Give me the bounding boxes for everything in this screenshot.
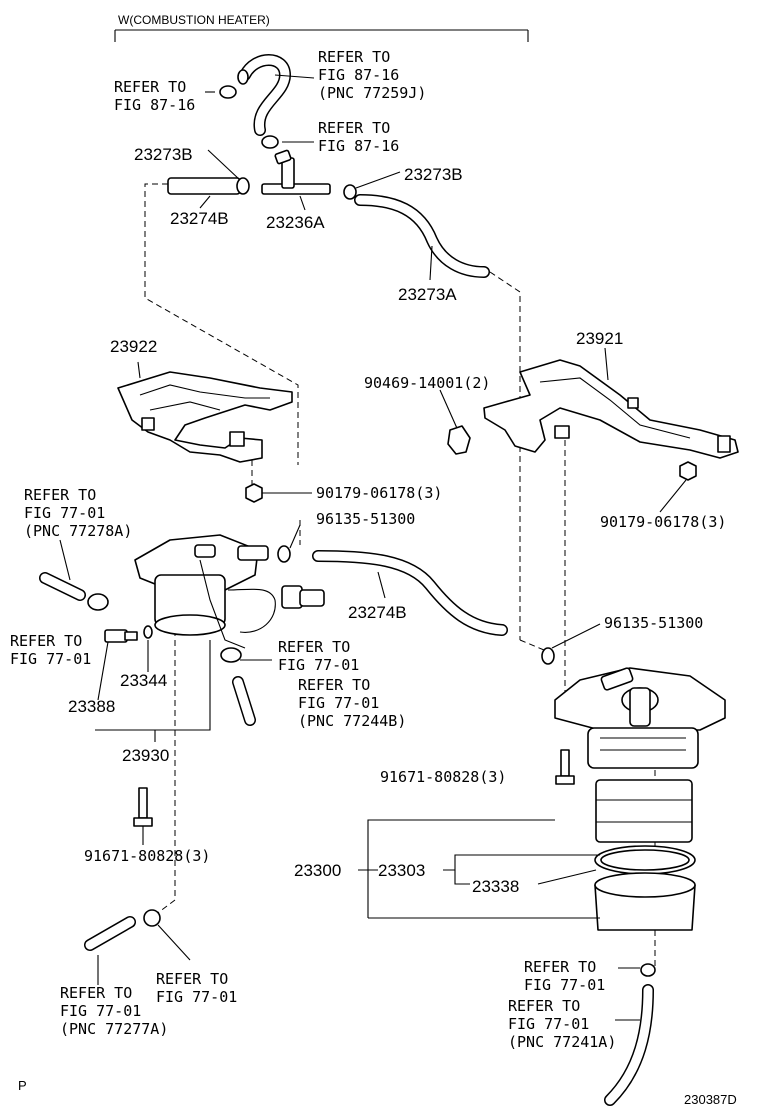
svg-text:FIG 77-01: FIG 77-01 bbox=[10, 650, 91, 668]
hose-bottom-left bbox=[84, 909, 191, 985]
hose-clamp bbox=[143, 909, 161, 927]
svg-text:(PNC 77277A): (PNC 77277A) bbox=[60, 1020, 168, 1038]
part-number: 23922 bbox=[110, 337, 157, 356]
ref-77-01-pnc-77241a: REFER TO FIG 77-01 (PNC 77241A) bbox=[508, 997, 616, 1051]
svg-text:FIG 77-01: FIG 77-01 bbox=[524, 976, 605, 994]
ref-77-01-mid: REFER TO FIG 77-01 bbox=[278, 638, 359, 674]
heater-hose-top bbox=[205, 54, 315, 149]
part-number: 23344 bbox=[120, 671, 167, 690]
ref-77-01-pnc-77244b: REFER TO FIG 77-01 (PNC 77244B) bbox=[298, 676, 406, 730]
hose-23274b-long bbox=[277, 524, 508, 636]
ref-87-16-pnc-77259j: REFER TO FIG 87-16 (PNC 77259J) bbox=[318, 48, 426, 102]
svg-text:FIG 87-16: FIG 87-16 bbox=[318, 137, 399, 155]
part-number: 90179-06178(3) bbox=[600, 513, 726, 531]
filter-element-23303 bbox=[595, 779, 693, 843]
part-number: 90179-06178(3) bbox=[316, 484, 442, 502]
nut-90179-right bbox=[659, 461, 697, 513]
ref-87-16-left: REFER TO FIG 87-16 bbox=[114, 78, 195, 114]
ref-77-01-bottom: REFER TO FIG 77-01 bbox=[156, 970, 237, 1006]
bolt-91671-left bbox=[133, 787, 153, 845]
drawing-id: 230387D bbox=[684, 1092, 737, 1107]
part-number: 23300 bbox=[294, 861, 341, 880]
ref-77-01-right: REFER TO FIG 77-01 bbox=[524, 958, 605, 994]
part-number: 91671-80828(3) bbox=[380, 768, 506, 786]
part-number: 23274B bbox=[348, 603, 407, 622]
svg-text:REFER TO: REFER TO bbox=[60, 984, 132, 1002]
part-number: 23388 bbox=[68, 697, 115, 716]
clip-90469 bbox=[447, 425, 471, 455]
ref-77-01-left: REFER TO FIG 77-01 bbox=[10, 632, 91, 668]
svg-text:(PNC 77241A): (PNC 77241A) bbox=[508, 1033, 616, 1051]
hose-mid bbox=[232, 676, 256, 726]
assembly-bracket-lines bbox=[358, 819, 600, 919]
svg-text:REFER TO: REFER TO bbox=[508, 997, 580, 1015]
part-number: 91671-80828(3) bbox=[84, 847, 210, 865]
svg-text:FIG 77-01: FIG 77-01 bbox=[156, 988, 237, 1006]
svg-text:REFER TO: REFER TO bbox=[318, 119, 390, 137]
hose-clamp bbox=[220, 647, 242, 663]
part-number: 90469-14001(2) bbox=[364, 374, 490, 392]
part-number: 23273B bbox=[134, 145, 193, 164]
hose-left-upper bbox=[39, 539, 109, 611]
part-number: 23930 bbox=[122, 746, 169, 765]
t-joint-23236a bbox=[261, 149, 331, 211]
footer-mark: P bbox=[18, 1078, 27, 1093]
svg-text:FIG 77-01: FIG 77-01 bbox=[24, 504, 105, 522]
hose-clamp bbox=[261, 135, 279, 149]
ref-87-16-mid: REFER TO FIG 87-16 bbox=[318, 119, 399, 155]
hose-clamp bbox=[343, 184, 357, 200]
hose-clamp bbox=[640, 963, 656, 977]
part-number: 96135-51300 bbox=[604, 614, 703, 632]
svg-text:REFER TO: REFER TO bbox=[24, 486, 96, 504]
o-ring-23344 bbox=[143, 625, 153, 639]
svg-text:REFER TO: REFER TO bbox=[298, 676, 370, 694]
ref-77-01-pnc-77277a: REFER TO FIG 77-01 (PNC 77277A) bbox=[60, 984, 168, 1038]
part-number: 23921 bbox=[576, 329, 623, 348]
svg-text:FIG 77-01: FIG 77-01 bbox=[508, 1015, 589, 1033]
svg-text:REFER TO: REFER TO bbox=[114, 78, 186, 96]
svg-text:(PNC 77244B): (PNC 77244B) bbox=[298, 712, 406, 730]
sensor-23388 bbox=[97, 625, 153, 701]
ref-77-01-pnc-77278a: REFER TO FIG 77-01 (PNC 77278A) bbox=[24, 486, 132, 540]
part-number: 23236A bbox=[266, 213, 325, 232]
svg-text:FIG 87-16: FIG 87-16 bbox=[114, 96, 195, 114]
part-number: 23303 bbox=[378, 861, 425, 880]
bolt-91671-right bbox=[555, 749, 575, 785]
svg-text:FIG 77-01: FIG 77-01 bbox=[278, 656, 359, 674]
part-number: 23273A bbox=[398, 285, 457, 304]
part-number: 23273B bbox=[404, 165, 463, 184]
svg-text:FIG 77-01: FIG 77-01 bbox=[60, 1002, 141, 1020]
bracket-23922 bbox=[117, 361, 293, 463]
fuel-filter-assy-right bbox=[554, 667, 726, 931]
svg-text:FIG 77-01: FIG 77-01 bbox=[298, 694, 379, 712]
hose-clamp bbox=[277, 545, 291, 563]
header-title: W(COMBUSTION HEATER) bbox=[118, 13, 270, 27]
hose-clamp bbox=[219, 85, 237, 99]
fuel-filter-assy-left bbox=[134, 534, 325, 663]
svg-text:REFER TO: REFER TO bbox=[278, 638, 350, 656]
hose-bottom-right bbox=[604, 963, 656, 1106]
svg-text:REFER TO: REFER TO bbox=[10, 632, 82, 650]
svg-text:FIG 87-16: FIG 87-16 bbox=[318, 66, 399, 84]
svg-text:REFER TO: REFER TO bbox=[156, 970, 228, 988]
bracket-23921 bbox=[439, 347, 739, 459]
header-group: W(COMBUSTION HEATER) bbox=[114, 13, 529, 42]
part-number: 23274B bbox=[170, 209, 229, 228]
svg-text:(PNC 77259J): (PNC 77259J) bbox=[318, 84, 426, 102]
nut-90179-left bbox=[245, 483, 312, 503]
svg-text:(PNC 77278A): (PNC 77278A) bbox=[24, 522, 132, 540]
svg-text:REFER TO: REFER TO bbox=[524, 958, 596, 976]
part-number: 23338 bbox=[472, 877, 519, 896]
hose-23273a bbox=[343, 171, 490, 281]
part-number: 96135-51300 bbox=[316, 510, 415, 528]
bracket-line-23930 bbox=[95, 640, 211, 742]
svg-text:REFER TO: REFER TO bbox=[318, 48, 390, 66]
hose-23274b-short bbox=[167, 149, 250, 209]
clamp-96135-lower bbox=[541, 623, 601, 665]
hose-clamp bbox=[87, 593, 109, 611]
